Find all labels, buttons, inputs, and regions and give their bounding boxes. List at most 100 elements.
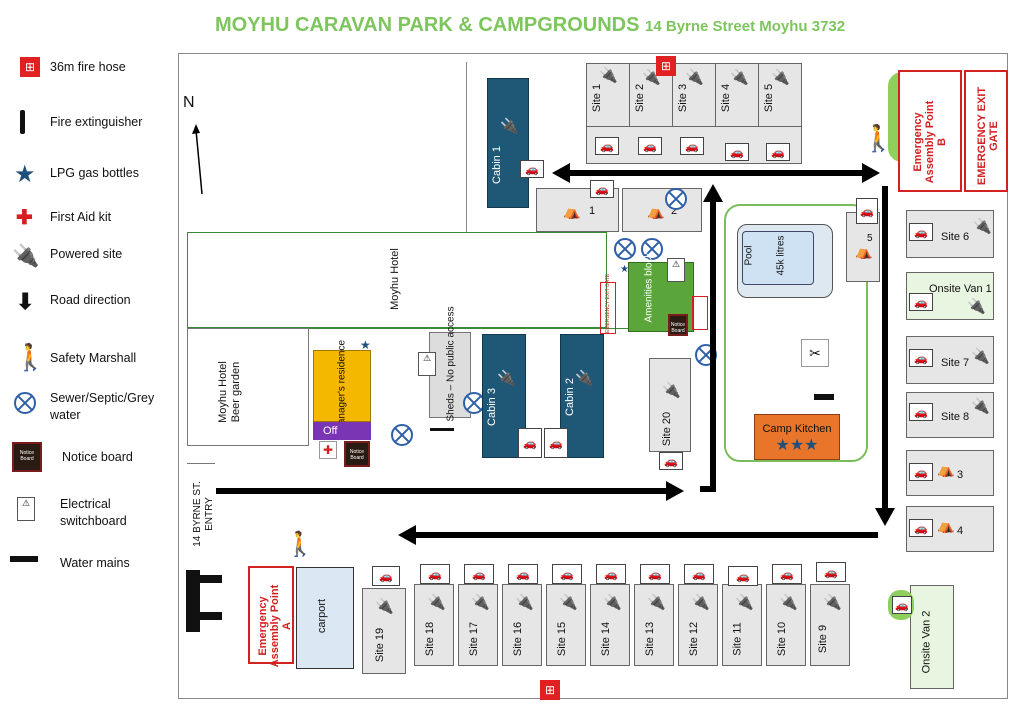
site-13[interactable]: Site 13 🔌 bbox=[634, 584, 674, 666]
site-3[interactable]: Site 3🔌 bbox=[672, 63, 716, 127]
emergency-exit-gate: EMERGENCY EXIT GATE bbox=[964, 70, 1008, 192]
power-plug-icon: 🔌 bbox=[971, 398, 990, 415]
site-label: Site 20 bbox=[661, 411, 674, 447]
site-5[interactable]: Site 5🔌 bbox=[758, 63, 802, 127]
fire-extinguisher-icon bbox=[814, 394, 834, 400]
notice-board-text: Notice Board bbox=[19, 450, 35, 462]
site-19[interactable]: Site 19 🔌 bbox=[362, 588, 406, 674]
water-tap-icon bbox=[10, 556, 38, 562]
car-icon: 🚗 bbox=[659, 452, 683, 470]
car-icon: 🚗 bbox=[909, 403, 933, 421]
site-16[interactable]: Site 16🔌 bbox=[502, 584, 542, 666]
car-icon: 🚗 bbox=[544, 428, 568, 458]
onsite-van-1[interactable]: 🚗 Onsite Van 1 🔌 bbox=[906, 272, 994, 320]
legend-label: 36m fire hose bbox=[50, 60, 126, 74]
onsite-van-2[interactable]: Onsite Van 2 bbox=[910, 585, 954, 689]
power-plug-icon: 🔌 bbox=[647, 594, 666, 611]
tent-label: 4 bbox=[957, 525, 964, 537]
tent-site-3[interactable]: 🚗 ⛺ 3 bbox=[906, 450, 994, 496]
site-7[interactable]: 🚗 Site 7 🔌 bbox=[906, 336, 994, 384]
site-10[interactable]: Site 10🔌 bbox=[766, 584, 806, 666]
car-icon: 🚗 bbox=[638, 137, 662, 155]
road-arrow-icon bbox=[666, 481, 684, 501]
car-icon: 🚗 bbox=[596, 564, 626, 584]
car-icon: 🚗 bbox=[766, 143, 790, 161]
site-label: Site 19 bbox=[374, 627, 387, 663]
notice-board-icon: Notice Board bbox=[344, 441, 370, 467]
entry-label: 14 BYRNE ST. ENTRY bbox=[188, 470, 218, 554]
power-plug-icon: 🔌 bbox=[603, 594, 622, 611]
cabin-label: Cabin 3 bbox=[485, 388, 498, 426]
car-icon: 🚗 bbox=[909, 293, 933, 311]
site-label: Site 16 bbox=[512, 621, 525, 657]
legend-label: Notice board bbox=[62, 450, 133, 464]
car-icon: 🚗 bbox=[728, 566, 758, 586]
sheds-label: Sheds – No public access bbox=[445, 306, 457, 422]
site-8[interactable]: 🚗 Site 8 🔌 bbox=[906, 392, 994, 438]
road-arrow-icon bbox=[875, 508, 895, 526]
entry-line1: 14 BYRNE ST. bbox=[192, 481, 203, 547]
tent-label: 3 bbox=[957, 469, 964, 481]
site-label: Site 10 bbox=[776, 621, 789, 657]
site-9[interactable]: Site 9 🔌 bbox=[810, 584, 850, 666]
tent-site-4[interactable]: 🚗 ⛺ 4 bbox=[906, 506, 994, 552]
tent-site-2[interactable]: ⛺ 2 bbox=[622, 188, 702, 232]
beer-garden: Moyhu Hotel Beer garden bbox=[187, 328, 309, 446]
small-exit-gate: EMERGENCY EXIT GATE bbox=[600, 273, 616, 334]
site-label: Onsite Van 1 bbox=[929, 283, 992, 295]
car-icon: 🚗 bbox=[856, 198, 878, 224]
tent-icon: ⛺ bbox=[937, 517, 955, 533]
site-label: Site 9 bbox=[817, 624, 830, 654]
car-icon: 🚗 bbox=[684, 564, 714, 584]
notice-board-text: Notice Board bbox=[349, 449, 365, 461]
legend-label: LPG gas bottles bbox=[50, 166, 139, 180]
power-plug-icon: 🔌 bbox=[823, 594, 842, 611]
site-17[interactable]: Site 17 🔌 bbox=[458, 584, 498, 666]
site-11[interactable]: Site 11🔌 bbox=[722, 584, 762, 666]
car-icon: 🚗 bbox=[552, 564, 582, 584]
fire-extinguisher-icon bbox=[20, 110, 25, 134]
site-2[interactable]: Site 2🔌 bbox=[629, 63, 673, 127]
site-label: Site 17 bbox=[468, 621, 481, 657]
sewer-icon bbox=[641, 238, 663, 260]
road-arrow-icon bbox=[703, 184, 723, 202]
lpg-star-icon: ★ bbox=[620, 264, 629, 275]
moyhu-hotel: Moyhu Hotel bbox=[187, 232, 607, 328]
legend-label: Electrical switchboard bbox=[60, 497, 127, 528]
park-address: 14 Byrne Street Moyhu 3732 bbox=[645, 18, 846, 35]
cabin-2[interactable]: Cabin 2 🔌 bbox=[560, 334, 604, 458]
assembly-b-line3: B bbox=[936, 138, 948, 146]
cabin-1[interactable]: Cabin 1 🔌 bbox=[487, 78, 529, 208]
site-20[interactable]: Site 20 🔌 bbox=[649, 358, 691, 452]
site-6[interactable]: 🚗 Site 6 🔌 bbox=[906, 210, 994, 258]
power-plug-icon: 🔌 bbox=[471, 594, 490, 611]
assembly-a-line3: A bbox=[281, 622, 293, 630]
legend-label: Sewer/Septic/Grey water bbox=[50, 391, 155, 422]
office-label: Off bbox=[323, 425, 338, 437]
site-1[interactable]: Site 1🔌 bbox=[586, 63, 630, 127]
switchboard-icon: ⚠ bbox=[418, 352, 436, 376]
hotel-boundary bbox=[187, 328, 687, 329]
power-plug-icon: 🔌 bbox=[375, 598, 394, 615]
tent-icon: ⛺ bbox=[855, 243, 873, 259]
site-14[interactable]: Site 14🔌 bbox=[590, 584, 630, 666]
site-label: Site 3 bbox=[677, 83, 690, 113]
fire-hose-icon: ⊞ bbox=[20, 57, 40, 77]
site-12[interactable]: Site 12🔌 bbox=[678, 584, 718, 666]
power-plug-icon: 🔌 bbox=[662, 382, 681, 399]
pool-line1: Pool bbox=[743, 245, 755, 266]
cabin-label: Cabin 1 bbox=[490, 146, 503, 184]
site-label: Site 11 bbox=[731, 622, 744, 656]
site-label: Site 6 bbox=[941, 231, 970, 243]
site-18[interactable]: Site 18🔌 bbox=[414, 584, 454, 666]
small-exit-label: EMERGENCY EXIT GATE bbox=[605, 273, 611, 333]
site-15[interactable]: Site 15🔌 bbox=[546, 584, 586, 666]
site-label: Site 13 bbox=[644, 621, 657, 657]
site-label: Site 18 bbox=[424, 621, 437, 657]
car-icon: 🚗 bbox=[372, 566, 400, 586]
safety-marshall-icon: 🚶 bbox=[14, 342, 47, 372]
site-4[interactable]: Site 4🔌 bbox=[715, 63, 759, 127]
assembly-point-a: Emergency Assembly Point A bbox=[248, 566, 294, 667]
car-icon: 🚗 bbox=[520, 160, 544, 178]
assembly-b-line1: Emergency bbox=[912, 112, 924, 172]
